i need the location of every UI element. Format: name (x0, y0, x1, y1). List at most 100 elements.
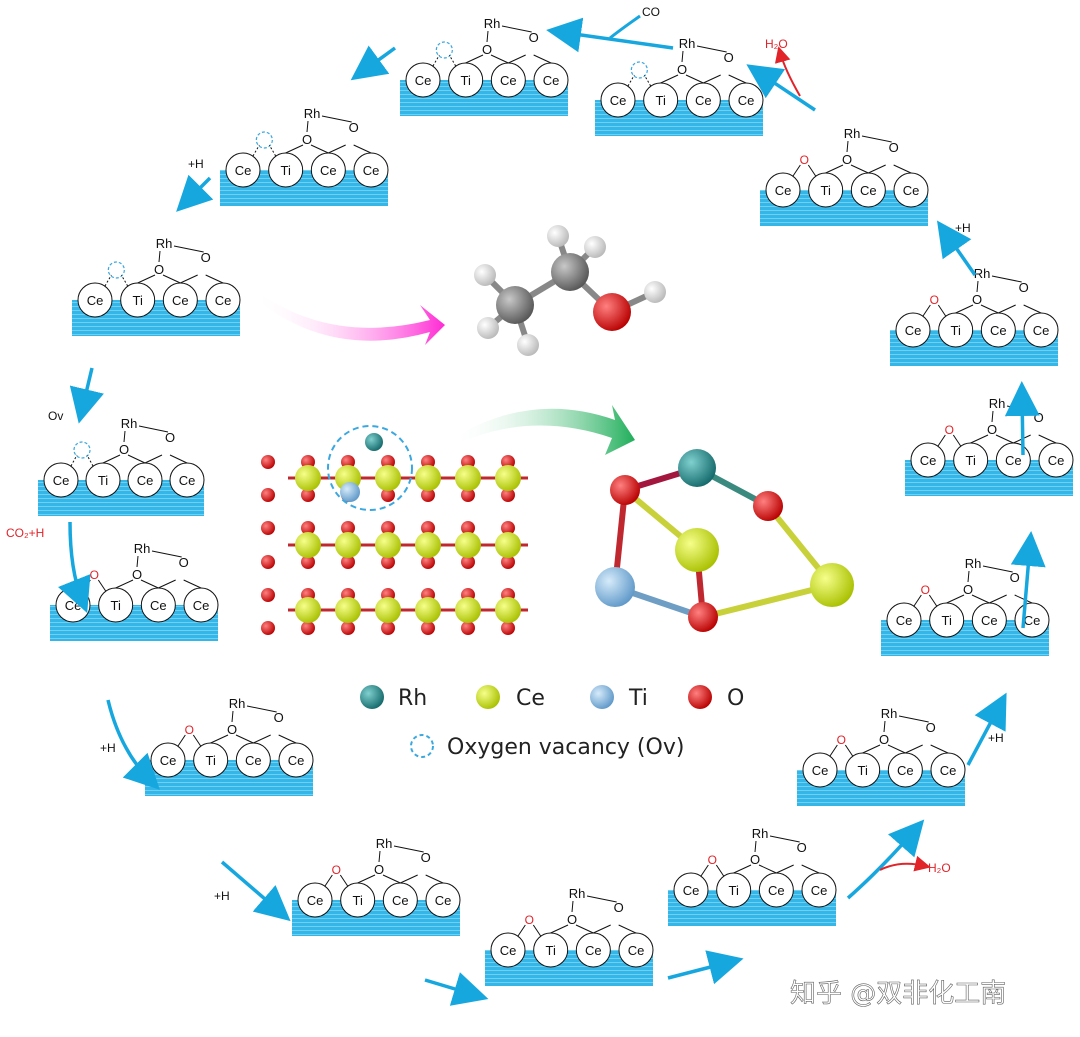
rh-atom-label: Rh (376, 836, 393, 851)
filled-vacancy-o: O (945, 423, 954, 437)
cluster-ce-atom (675, 528, 719, 572)
rh-atom-label: Rh (484, 16, 501, 31)
h2o-release-arrow-bottom (879, 855, 931, 872)
slab-o-atom (301, 621, 315, 635)
slab-rh-atom (365, 433, 383, 451)
ce-site (910, 442, 946, 478)
slab-ce-atom (335, 532, 361, 558)
slab-o-atom (341, 521, 355, 535)
slab-o-atom (261, 488, 275, 502)
oxygen-vacancy (630, 61, 648, 79)
oxygen-vacancy (73, 441, 91, 459)
ce-site-label: Ce (897, 763, 914, 778)
ce-site-label: Ce (172, 293, 189, 308)
legend-rh-label: Rh (398, 686, 427, 711)
bridging-o-label: O (119, 442, 129, 457)
slab-o-atom (341, 555, 355, 569)
ce-site-label: Ce (683, 883, 700, 898)
bridging-o-label: O (201, 250, 211, 265)
rh-atom-label: Rh (569, 886, 586, 901)
slab-o-atom (261, 455, 275, 469)
slab-o-atom (501, 555, 515, 569)
ce-site-label: Ce (903, 183, 920, 198)
filled-vacancy-o: O (90, 568, 99, 582)
ce-site-label: Ce (920, 453, 937, 468)
watermark: 知乎 @双非化工南 (790, 979, 1006, 1009)
filled-vacancy-o: O (930, 293, 939, 307)
filled-vacancy-o: O (800, 153, 809, 167)
ti-site-label: Ti (352, 893, 362, 908)
label-co2-h: CO₂+H (6, 526, 44, 540)
filled-vacancy-o: O (837, 733, 846, 747)
slab-o-atom (501, 521, 515, 535)
slab-ce-atom (335, 597, 361, 623)
ce-site (43, 462, 79, 498)
ceo2-slab-model (261, 433, 528, 635)
slab-o-atom (501, 488, 515, 502)
rh-atom-label: Rh (965, 556, 982, 571)
magenta-arrow (255, 290, 445, 345)
ce-site-label: Ce (245, 753, 262, 768)
slab-o-atom (461, 521, 475, 535)
ce-site-label: Ce (812, 763, 829, 778)
ce-site-label: Ce (811, 883, 828, 898)
slab-ce-atom (455, 532, 481, 558)
vacancy-highlight-circle (327, 425, 413, 511)
bridging-o-label: O (567, 912, 577, 927)
ce-site-label: Ce (150, 598, 167, 613)
bridging-o-label: O (227, 722, 237, 737)
slab-o-atom (421, 488, 435, 502)
slab-o-atom (301, 555, 315, 569)
ce-site-label: Ce (1005, 453, 1022, 468)
rh-atom-label: Rh (989, 396, 1006, 411)
rh-atom-label: Rh (844, 126, 861, 141)
slab-o-atom (261, 555, 275, 569)
bridging-o-label: O (302, 132, 312, 147)
slab-o-atom (301, 521, 315, 535)
ce-site-label: Ce (392, 893, 409, 908)
ti-site-label: Ti (132, 293, 142, 308)
ce-site (895, 312, 931, 348)
filled-vacancy-o: O (525, 913, 534, 927)
green-arrow (450, 405, 635, 455)
slab-o-atom (381, 555, 395, 569)
ce-site (225, 152, 261, 188)
bridging-o-label: O (750, 852, 760, 867)
bridging-o-label: O (1010, 570, 1020, 585)
ti-site-label: Ti (98, 473, 108, 488)
label-h2o-top: H₂O (765, 37, 788, 51)
slab-o-atom (381, 488, 395, 502)
rh-atom-label: Rh (304, 106, 321, 121)
legend-ov-label: Oxygen vacancy (Ov) (447, 735, 684, 760)
cluster-ce-atom (810, 563, 854, 607)
filled-vacancy-o: O (708, 853, 717, 867)
bridging-o-label: O (349, 120, 359, 135)
ce-site-label: Ce (500, 73, 517, 88)
rh-atom-label: Rh (881, 706, 898, 721)
ce-site-label: Ce (981, 613, 998, 628)
ce-site-label: Ce (65, 598, 82, 613)
filled-vacancy-o: O (332, 863, 341, 877)
slab-o-atom (261, 521, 275, 535)
ce-site-label: Ce (896, 613, 913, 628)
slab-ce-atom (495, 597, 521, 623)
rh-atom-label: Rh (752, 826, 769, 841)
legend-ti-label: Ti (628, 686, 648, 711)
slab-o-atom (261, 588, 275, 602)
ce-site (673, 872, 709, 908)
ce-site-label: Ce (235, 163, 252, 178)
ce-site-label: Ce (628, 943, 645, 958)
ce-site-label: Ce (53, 473, 70, 488)
cluster-ti-atom (595, 567, 635, 607)
ce-site-label: Ce (137, 473, 154, 488)
bridging-o-label: O (482, 42, 492, 57)
bridging-o-label: O (132, 567, 142, 582)
ce-site-label: Ce (990, 323, 1007, 338)
slab-o-atom (421, 521, 435, 535)
